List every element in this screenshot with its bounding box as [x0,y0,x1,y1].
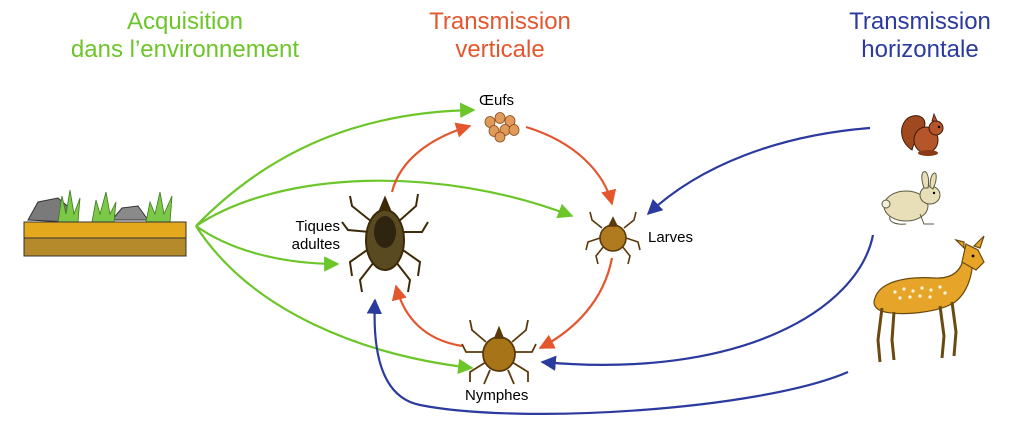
arrow-nymphs-to-adults [391,284,463,348]
arrow-env-to-adults [195,225,340,272]
arrow-squirrel-to-larvae [646,126,871,216]
vertical-arrows [390,122,617,349]
squirrel-icon [901,112,944,156]
heading-environment-line2: dans l’environnement [70,36,300,63]
arrow-deer-to-adults [366,298,849,415]
rabbit-icon [881,171,941,225]
arrow-larvae-to-nymphs [538,257,614,349]
heading-environment-line1: Acquisition [126,8,244,35]
arrow-rabbit-to-nymphs [540,234,875,371]
deer-icon [873,235,985,363]
environment-arrows [195,102,574,375]
label-nymphs: Nymphes [465,387,529,404]
label-larvae: Larves [648,229,694,246]
arrow-adults-to-eggs [390,122,472,193]
ground-with-rocks-and-grass-icon [23,189,187,257]
eggs-cluster-icon [484,112,520,143]
label-adults: Tiques adultes [286,218,340,254]
heading-horizontal-line1: Transmission [849,8,991,35]
heading-vertical-line2: verticale [455,36,545,63]
arrow-env-to-eggs [195,102,476,227]
label-eggs: Œufs [479,92,515,109]
heading-environment: Acquisition dans l’environnement [40,8,330,64]
arrow-env-to-larvae [195,179,574,227]
heading-vertical-line1: Transmission [429,8,571,35]
heading-horizontal-line2: horizontale [861,36,979,63]
arrow-env-to-nymphs [195,225,474,375]
heading-vertical: Transmission verticale [400,8,600,64]
adult-tick-icon [341,193,429,293]
larva-tick-icon [585,211,641,265]
heading-horizontal: Transmission horizontale [820,8,1020,64]
horizontal-arrows [366,126,875,415]
label-adults-line1: Tiques [295,218,340,235]
nymph-tick-icon [461,319,537,385]
arrow-eggs-to-larvae [525,125,617,206]
label-adults-line2: adultes [291,236,340,253]
